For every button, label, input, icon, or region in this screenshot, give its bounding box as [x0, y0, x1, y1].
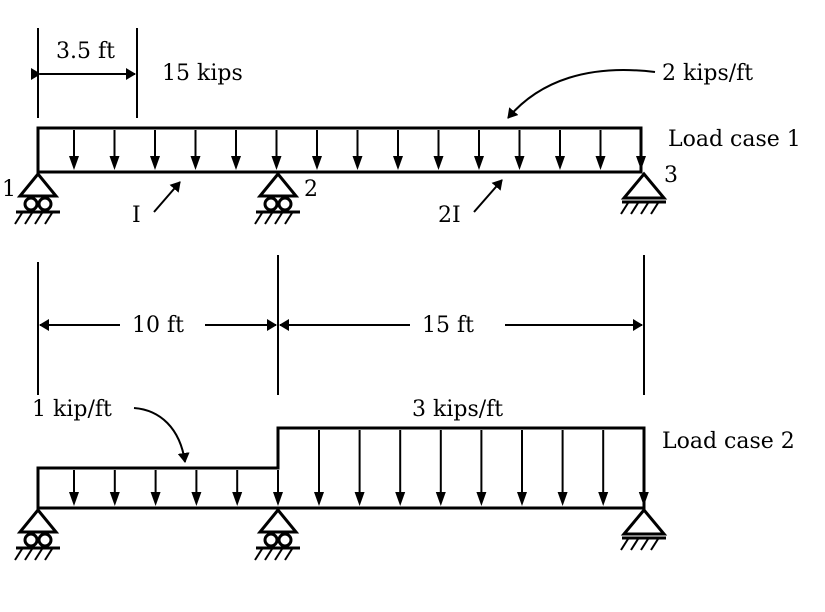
node-3-label: 3 [664, 163, 678, 188]
load-case-1: 3.5 ft 15 kips 2 kips/ft Load case 1 1 2… [2, 28, 801, 228]
load-arrows-case-1 [69, 130, 646, 170]
load-case-2-title: Load case 2 [662, 429, 795, 454]
span1-inertia-label: I [132, 203, 141, 228]
span2-inertia-arrow [473, 179, 503, 213]
span1-inertia-arrow [153, 181, 181, 213]
load-case-1-title: Load case 1 [668, 127, 801, 152]
point-load-label: 15 kips [162, 61, 243, 86]
point-load-dimension: 3.5 ft [31, 28, 138, 118]
pin-support-node-3-case-2 [620, 507, 668, 551]
roller-support-node-2-case-2 [254, 507, 300, 561]
distributed-load-label: 2 kips/ft [662, 61, 753, 86]
load-case-2: 1 kip/ft 3 kips/ft Load case 2 [14, 397, 795, 561]
span-dimensions: 10 ft 15 ft [37, 255, 645, 395]
load-block-2 [36, 426, 646, 510]
roller-support-node-1-case-2 [14, 507, 60, 561]
pin-support-node-3 [620, 171, 668, 215]
roller-support-node-2 [254, 171, 300, 225]
left-load-label: 1 kip/ft [32, 397, 112, 422]
load-block-1 [36, 126, 643, 174]
dimension-point-load-label: 3.5 ft [56, 39, 115, 64]
roller-support-node-1 [14, 171, 60, 225]
left-load-pointer-arrow [133, 407, 190, 463]
span2-inertia-label: 2I [438, 203, 461, 228]
load-arrows-case-2 [69, 430, 649, 506]
node-2-label: 2 [304, 177, 318, 202]
span1-length-label: 10 ft [132, 313, 184, 338]
node-1-label: 1 [2, 177, 16, 202]
distributed-load-pointer-arrow [507, 69, 656, 119]
right-load-label: 3 kips/ft [412, 397, 503, 422]
supports-case-2 [14, 507, 668, 561]
supports-case-1 [14, 171, 668, 225]
span2-length-label: 15 ft [422, 313, 474, 338]
